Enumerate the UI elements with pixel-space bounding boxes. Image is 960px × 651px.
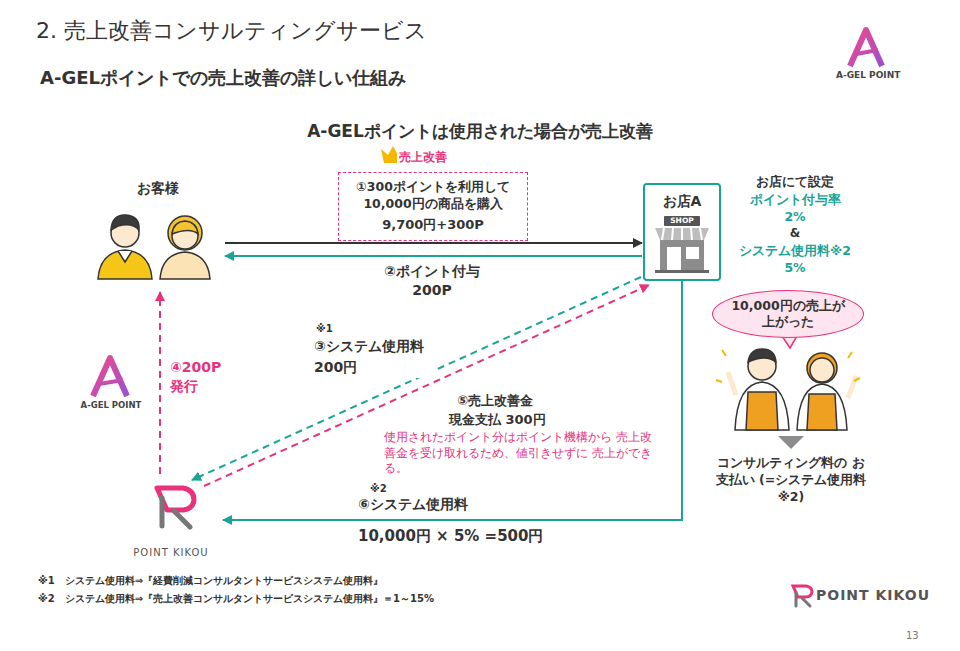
footnote-mark: ※1 bbox=[316, 323, 333, 334]
ampersand: & bbox=[728, 226, 862, 240]
edge-label: ②ポイント付与 200P bbox=[372, 262, 492, 300]
node-text: ①300ポイントを利用して 10,000円の商品を購入 bbox=[345, 179, 521, 213]
shop-box: お店A bbox=[643, 183, 721, 281]
subtitle: A-GELポイントでの売上改善の詳しい仕組み bbox=[40, 66, 406, 90]
shopkeeper-figures bbox=[716, 349, 860, 430]
setting-name: システム使用料※2 bbox=[728, 243, 862, 260]
shop-icon bbox=[655, 228, 709, 273]
footnote: ※1 システム使用料⇒『経費削減コンサルタントサービスシステム使用料』 bbox=[38, 574, 383, 588]
heading: A-GELポイントは使用された場合が売上改善 bbox=[200, 120, 760, 143]
agel-logo bbox=[93, 358, 127, 396]
connector-arrow bbox=[225, 242, 642, 244]
customer-figures bbox=[98, 215, 210, 279]
edge-label: ⑤売上改善金 bbox=[455, 392, 535, 410]
pk-logo bbox=[157, 488, 194, 527]
explanation-note: 使用されたポイント分はポイント機構から 売上改善金を受け取れるため、値引きせずに… bbox=[384, 430, 656, 477]
node-title: お客様 bbox=[95, 180, 220, 198]
page-number: 13 bbox=[906, 630, 919, 641]
logo-text: POINT KIKOU bbox=[816, 587, 930, 603]
setting-value: 5% bbox=[728, 260, 862, 275]
payment-note: コンサルティング料の お支払い (=システム使用料※2) bbox=[712, 455, 870, 506]
settings-heading: お店にて設定 bbox=[728, 174, 862, 191]
node-text: 9,700円+300P bbox=[345, 216, 521, 234]
edge-label: ③システム使用料 200円 bbox=[314, 336, 436, 378]
payment-text: 現金支払 300円 bbox=[447, 411, 548, 429]
point-kikou-node: POINT KIKOU bbox=[122, 478, 220, 558]
speech-bubble: 10,000円の売上が 上がった bbox=[712, 290, 864, 338]
connector-arrow bbox=[223, 281, 682, 520]
node-title: お店A bbox=[645, 193, 719, 211]
customer-group: お客様 bbox=[95, 180, 220, 280]
pk-logo bbox=[793, 586, 812, 606]
node-title: 売上改善 bbox=[397, 149, 449, 166]
footnote: ※2 システム使用料⇒『売上改善コンサルタントサービスシステム使用料』＝1～15… bbox=[38, 592, 434, 606]
down-triangle bbox=[778, 436, 804, 449]
node-title: 10,000円の売上が 上がった bbox=[727, 298, 849, 331]
connector-arrow bbox=[159, 292, 161, 474]
agel-logo bbox=[850, 30, 882, 66]
footnote-mark: ※2 bbox=[370, 483, 387, 494]
logo-text: A-GEL POINT bbox=[80, 400, 142, 410]
page-title: 2. 売上改善コンサルティングサービス bbox=[36, 16, 427, 46]
edge-label: ④200P 発行 bbox=[170, 358, 226, 396]
setting-value: 2% bbox=[728, 209, 862, 224]
setting-name: ポイント付与率 bbox=[728, 192, 862, 209]
connector-arrow bbox=[225, 255, 642, 257]
shop-sign: SHOP bbox=[664, 216, 700, 226]
node-title: POINT KIKOU bbox=[133, 547, 208, 558]
fee-calculation: 10,000円 × 5% =500円 bbox=[356, 527, 545, 546]
purchase-box: 売上改善①300ポイントを利用して 10,000円の商品を購入9,700円+30… bbox=[338, 172, 528, 241]
edge-label: ⑥システム使用料 bbox=[356, 496, 470, 514]
logo-text: A-GEL POINT bbox=[836, 70, 896, 80]
